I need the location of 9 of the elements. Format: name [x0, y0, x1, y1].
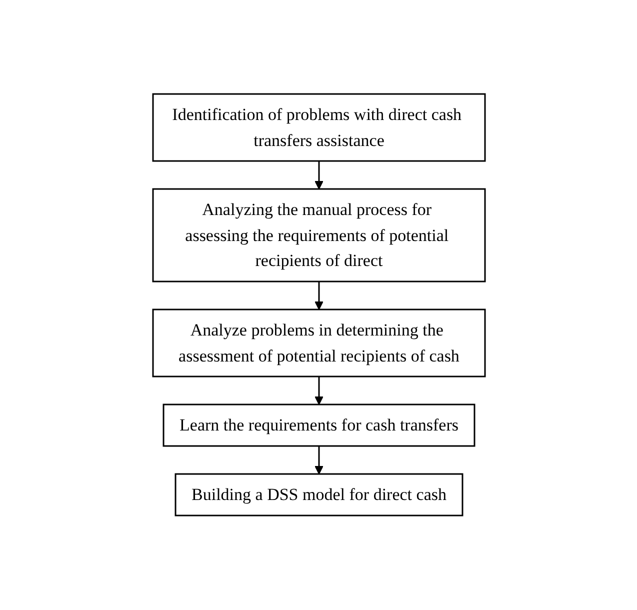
- arrow: [314, 282, 323, 310]
- node-box: Analyze problems in determining the assessment of potential recipients of cash: [152, 309, 486, 378]
- node-box: Analyzing the manual process for assessing the requirements of potential recipients of direct: [152, 188, 486, 282]
- node-box: Building a DSS model for direct cash: [174, 474, 463, 516]
- arrow: [314, 446, 323, 475]
- node-box: Identification of problems with direct cash transfers assistance: [152, 94, 486, 162]
- arrow: [314, 376, 323, 406]
- arrow: [314, 161, 323, 190]
- node-box: Learn the requirements for cash transfers: [162, 404, 475, 447]
